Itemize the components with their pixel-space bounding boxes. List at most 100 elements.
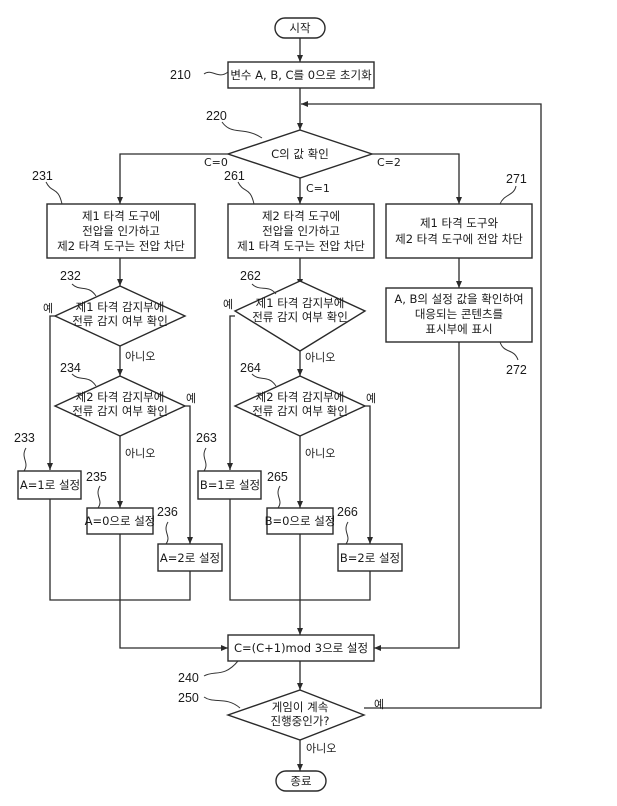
decision-220-label: C의 값 확인	[271, 147, 329, 161]
decision-264: 제2 타격 감지부에 전류 감지 여부 확인 264	[233, 361, 367, 437]
step-271-line2: 제2 타격 도구에 전압 차단	[395, 232, 523, 246]
step-263-label: B=1로 설정	[200, 478, 260, 492]
step-235-label: A=0으로 설정	[85, 514, 156, 528]
decision-264-line2: 전류 감지 여부 확인	[252, 404, 348, 418]
ref-266: 266	[337, 505, 358, 519]
decision-232-yes-label: 예	[43, 302, 53, 315]
step-233: A=1로 설정 233	[14, 431, 82, 500]
leader-240	[203, 660, 239, 677]
ref-231: 231	[32, 169, 53, 183]
start-label: 시작	[289, 21, 311, 35]
decision-250-yes-label: 예	[374, 698, 384, 711]
step-271-line1: 제1 타격 도구와	[420, 216, 499, 230]
decision-264-line1: 제2 타격 감지부에	[256, 390, 345, 404]
leader-235	[97, 485, 101, 509]
step-261-line1: 제2 타격 도구에	[262, 209, 340, 223]
decision-232-line1: 제1 타격 감지부에	[76, 300, 165, 314]
leader-250	[203, 696, 241, 709]
ref-240: 240	[178, 671, 199, 685]
ref-265: 265	[267, 470, 288, 484]
ref-232: 232	[60, 269, 81, 283]
decision-264-no-label: 아니오	[305, 447, 335, 460]
decision-234-line2: 전류 감지 여부 확인	[72, 404, 168, 418]
leader-231	[45, 181, 63, 205]
ref-236: 236	[157, 505, 178, 519]
ref-250: 250	[178, 691, 199, 705]
step-236: A=2로 설정 236	[157, 505, 223, 572]
leader-263	[203, 447, 207, 472]
leader-265	[277, 485, 281, 509]
arrow-264-yes-266	[365, 405, 373, 544]
decision-220: C의 값 확인 220	[206, 109, 375, 179]
step-272-line2: 대응되는 콘텐츠를	[415, 307, 503, 321]
decision-262-no-label: 아니오	[305, 351, 335, 364]
branch-c2-line	[372, 153, 462, 204]
leader-210	[203, 71, 229, 76]
arrow-232-yes-233	[47, 315, 55, 470]
step-265-label: B=0으로 설정	[265, 514, 336, 528]
leader-264	[251, 373, 277, 387]
start-terminal: 시작	[274, 17, 326, 39]
step-272: A, B의 설정 값을 확인하여 대응되는 콘텐츠를 표시부에 표시 272	[385, 287, 533, 377]
ref-210: 210	[170, 68, 191, 82]
step-261-line3: 제1 타격 도구는 전압 차단	[237, 239, 365, 253]
arrow-234-yes-236	[185, 405, 193, 544]
step-272-line3: 표시부에 표시	[425, 322, 492, 336]
end-label: 종료	[290, 774, 311, 788]
end-terminal: 종료	[275, 770, 327, 792]
leader-261	[237, 181, 255, 205]
decision-232-line2: 전류 감지 여부 확인	[72, 314, 168, 328]
arrow-right-to-240	[374, 342, 460, 651]
decision-262-line1: 제1 타격 감지부에	[256, 296, 345, 310]
ref-235: 235	[86, 470, 107, 484]
leader-271	[499, 185, 517, 205]
ref-262: 262	[240, 269, 261, 283]
leader-262	[251, 283, 277, 295]
step-210-label: 변수 A, B, C를 0으로 초기화	[230, 68, 372, 82]
decision-264-yes-label: 예	[366, 392, 376, 405]
decision-262-yes-label: 예	[223, 298, 233, 311]
decision-250-line2: 진행중인가?	[270, 714, 329, 728]
branch-c2-label: C=2	[377, 156, 401, 169]
step-231-line2: 전압을 인가하고	[82, 224, 160, 238]
branch-c0-line	[117, 153, 228, 204]
leader-233	[23, 447, 27, 472]
decision-250: 게임이 계속 진행중인가? 250	[178, 689, 366, 741]
step-236-label: A=2로 설정	[160, 551, 220, 565]
decision-262: 제1 타격 감지부에 전류 감지 여부 확인 262	[233, 269, 367, 352]
branch-c0-label: C=0	[204, 156, 228, 169]
decision-232: 제1 타격 감지부에 전류 감지 여부 확인 232	[53, 269, 187, 347]
leader-234	[71, 373, 97, 387]
step-240: C=(C+1)mod 3으로 설정 240	[178, 634, 375, 685]
step-265: B=0으로 설정 265	[265, 470, 336, 535]
arrow-left-to-240	[119, 534, 228, 651]
decision-234-no-label: 아니오	[125, 447, 155, 460]
step-261: 제2 타격 도구에 전압을 인가하고 제1 타격 도구는 전압 차단 261	[224, 169, 375, 259]
step-231-line3: 제2 타격 도구는 전압 차단	[57, 239, 185, 253]
leader-220	[221, 121, 263, 139]
decision-262-line2: 전류 감지 여부 확인	[252, 310, 348, 324]
step-210-init: 변수 A, B, C를 0으로 초기화 210	[170, 61, 375, 89]
step-261-line2: 전압을 인가하고	[262, 224, 340, 238]
step-231: 제1 타격 도구에 전압을 인가하고 제2 타격 도구는 전압 차단 231	[32, 169, 196, 259]
decision-250-no-label: 아니오	[306, 742, 336, 755]
ref-233: 233	[14, 431, 35, 445]
step-272-line1: A, B의 설정 값을 확인하여	[394, 292, 523, 306]
leader-266	[345, 521, 349, 545]
branch-c1-label: C=1	[306, 182, 330, 195]
step-266-label: B=2로 설정	[340, 551, 400, 565]
ref-220: 220	[206, 109, 227, 123]
ref-271: 271	[506, 172, 527, 186]
step-235: A=0으로 설정 235	[85, 470, 156, 535]
ref-263: 263	[196, 431, 217, 445]
step-233-label: A=1로 설정	[20, 478, 80, 492]
ref-261: 261	[224, 169, 245, 183]
step-266: B=2로 설정 266	[337, 505, 403, 572]
ref-264: 264	[240, 361, 261, 375]
ref-234: 234	[60, 361, 81, 375]
ref-272: 272	[506, 363, 527, 377]
decision-234-line1: 제2 타격 감지부에	[76, 390, 165, 404]
decision-232-no-label: 아니오	[125, 350, 155, 363]
step-271: 제1 타격 도구와 제2 타격 도구에 전압 차단 271	[385, 172, 533, 259]
